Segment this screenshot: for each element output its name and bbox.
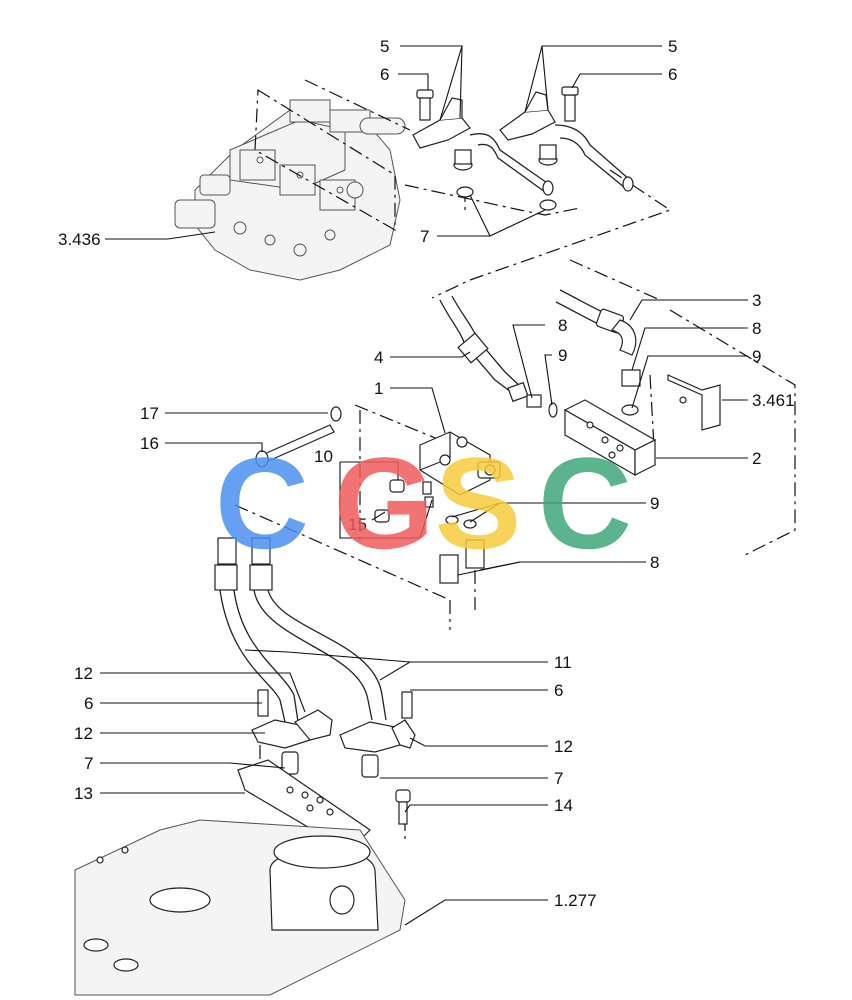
callout-9-right: 9 (752, 347, 761, 366)
top-flange-right (499, 86, 579, 211)
bracket-3461 (667, 374, 721, 431)
callout-9-middle: 9 (558, 346, 567, 365)
callout-6-lower-left: 6 (84, 694, 93, 713)
callout-15: 15 (348, 515, 367, 534)
callout-6-top-right: 6 (668, 65, 677, 84)
callout-1: 1 (374, 379, 383, 398)
screw-16 (255, 424, 335, 468)
callout-8-middle: 8 (558, 316, 567, 335)
callout-3436: 3.436 (58, 230, 101, 249)
valve-1 (419, 431, 501, 496)
callout-13: 13 (74, 784, 93, 803)
callout-5-left: 5 (380, 37, 389, 56)
callout-3: 3 (752, 291, 761, 310)
leader-lines (100, 45, 748, 926)
callout-6-top-left: 6 (380, 65, 389, 84)
control-valve-assembly (174, 99, 406, 281)
callout-8-lower: 8 (650, 553, 659, 572)
manifold-block-2 (563, 399, 657, 477)
assembly-guide-lines (234, 79, 796, 840)
callout-12-right: 12 (554, 737, 573, 756)
callout-11: 11 (554, 653, 572, 672)
top-tube-right (554, 124, 634, 192)
top-tube-left (469, 133, 554, 196)
flanges-12 (251, 689, 416, 778)
callout-4: 4 (374, 348, 383, 367)
callout-12-top-left: 12 (74, 664, 93, 683)
callout-10: 10 (314, 447, 333, 466)
callout-7-top: 7 (420, 227, 429, 246)
plate-13 (237, 759, 371, 846)
callout-2: 2 (752, 449, 761, 468)
top-flange-left (412, 89, 474, 198)
callout-1277: 1.277 (554, 891, 597, 910)
callout-7-lower-right: 7 (554, 769, 563, 788)
hose-3 (555, 289, 641, 416)
callout-9-lower: 9 (650, 494, 659, 513)
hoses-11 (214, 537, 387, 736)
callout-labels: 5 5 6 6 3.436 7 3 8 8 4 9 9 1 3.461 17 1… (58, 37, 795, 910)
callout-12-lower-left: 12 (74, 724, 93, 743)
watermark-letter: S (435, 430, 522, 576)
fittings-8-lower (439, 515, 485, 584)
callout-17: 17 (140, 404, 159, 423)
screws-10-15 (374, 479, 434, 523)
callout-3461: 3.461 (752, 391, 795, 410)
callout-7-lower-left: 7 (84, 754, 93, 773)
callout-16: 16 (140, 434, 159, 453)
callout-6-lower-right: 6 (554, 681, 563, 700)
bolt-14 (395, 789, 411, 825)
watermark-letter: C (215, 430, 309, 576)
callout-8-right: 8 (752, 319, 761, 338)
watermark-letter: G (333, 430, 434, 576)
callout-5-right: 5 (668, 37, 677, 56)
housing-1277 (74, 819, 406, 996)
callout-14: 14 (554, 796, 573, 815)
washer-17 (330, 406, 342, 422)
watermark-letter: C (538, 430, 632, 576)
